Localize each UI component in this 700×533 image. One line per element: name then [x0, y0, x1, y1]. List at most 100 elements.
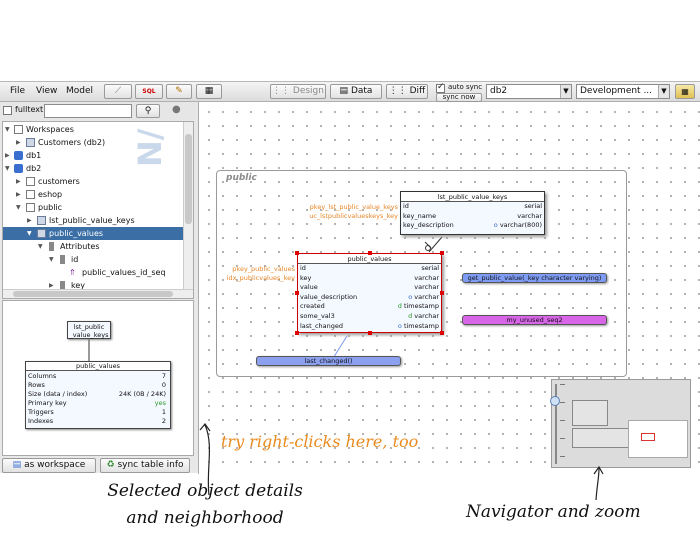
search-input[interactable] — [44, 104, 132, 118]
constraint-ref[interactable]: pkey_public_values — [232, 265, 295, 273]
navigator-panel[interactable] — [550, 379, 691, 468]
resize-handle[interactable] — [295, 251, 299, 255]
sequence-my-unused-seq2[interactable]: my_unused_seq2 — [462, 315, 607, 325]
tree-item-customers-workspace[interactable]: ▶ Customers (db2) — [3, 136, 183, 149]
resize-handle[interactable] — [295, 291, 299, 295]
expand-icon[interactable]: ▼ — [38, 243, 43, 250]
tree-item-public[interactable]: ▼ public — [3, 201, 183, 214]
sync-table-info-button[interactable]: ♻ sync table info — [100, 458, 190, 473]
design-tab[interactable]: ⋮⋮ Design — [270, 84, 326, 99]
detail-row: Size (data / index)24K (0B / 24K) — [28, 390, 168, 399]
tree-item-label: Customers (db2) — [38, 138, 106, 147]
search-button[interactable]: ⚲ — [136, 104, 160, 118]
expand-icon[interactable]: ▶ — [16, 139, 21, 146]
resize-handle[interactable] — [368, 251, 372, 255]
expand-icon[interactable]: ▼ — [27, 230, 32, 237]
column-type-value: varchar — [414, 311, 439, 320]
check-icon: ✓ — [437, 82, 445, 92]
expand-icon[interactable]: ▶ — [49, 282, 54, 289]
tree-item-label: Workspaces — [26, 125, 74, 134]
expand-icon[interactable]: ▼ — [16, 204, 21, 211]
panel-buttons: ▤ as workspace ♻ sync table info — [0, 458, 196, 474]
expand-icon[interactable]: ▶ — [16, 191, 21, 198]
fulltext-checkbox[interactable] — [3, 106, 12, 115]
zoom-slider-track[interactable] — [555, 384, 557, 464]
menu-model[interactable]: Model — [66, 86, 94, 96]
environment-select[interactable]: Development ... ▼ — [576, 84, 670, 99]
tree-item-key[interactable]: ▶ key — [3, 279, 183, 292]
schema-frame[interactable]: public — [216, 170, 627, 377]
default-icon: d — [397, 302, 404, 311]
schema-label: public — [226, 173, 257, 183]
zoom-tick — [560, 456, 565, 457]
workspace-icon: ▤ — [12, 460, 22, 470]
tree-item-workspaces[interactable]: ▼ Workspaces — [3, 123, 183, 136]
detail-label: Size (data / index) — [28, 390, 88, 398]
tree-item-lst-public-value-keys[interactable]: ▶ lst_public_value_keys — [3, 214, 183, 227]
expand-icon[interactable]: ▶ — [27, 217, 32, 224]
zoom-slider-thumb[interactable] — [550, 396, 560, 406]
sql-button[interactable]: SQL — [135, 84, 163, 99]
constraint-ref[interactable]: uc_lstpublicvalueskeys_key — [309, 212, 398, 220]
resize-handle[interactable] — [368, 331, 372, 335]
data-tab[interactable]: ▤ Data — [330, 84, 382, 99]
tree-item-db1[interactable]: ▶ db1 — [3, 149, 183, 162]
navigator-viewport[interactable] — [628, 420, 688, 458]
trigger-last-changed[interactable]: last_changed() — [256, 356, 401, 366]
tree-item-attributes[interactable]: ▼ Attributes — [3, 240, 183, 253]
tree-item-db2[interactable]: ▼ db2 — [3, 162, 183, 175]
expand-icon[interactable]: ▼ — [5, 165, 10, 172]
constraint-ref[interactable]: pkey_lst_public_value_keys — [309, 203, 398, 211]
tree-item-id[interactable]: ▼ id — [3, 253, 183, 266]
expand-icon[interactable]: ▶ — [16, 178, 21, 185]
edit-button[interactable]: ✎ — [166, 84, 192, 99]
layout-button[interactable]: ▦ — [196, 84, 222, 99]
as-workspace-button[interactable]: ▤ as workspace — [2, 458, 96, 473]
scroll-thumb[interactable] — [13, 291, 173, 297]
tree-item-customers[interactable]: ▶ customers — [3, 175, 183, 188]
tree-vertical-scrollbar[interactable] — [183, 122, 193, 298]
expand-icon[interactable]: ▶ — [5, 152, 10, 159]
zoom-tick — [560, 384, 565, 385]
tree-item-eshop[interactable]: ▶ eshop — [3, 188, 183, 201]
table-icon — [37, 216, 46, 225]
sync-now-button[interactable]: sync now — [436, 93, 482, 102]
neighbor-table-box[interactable]: lst_public _value_keys — [67, 321, 111, 339]
column-type: serial — [524, 202, 542, 210]
connect-button[interactable]: ⟋ — [104, 84, 132, 99]
expand-icon[interactable]: ▼ — [49, 256, 54, 263]
clear-icon[interactable]: ● — [172, 104, 181, 115]
resize-handle[interactable] — [295, 331, 299, 335]
connection-select[interactable]: db2 ▼ — [486, 84, 572, 99]
resize-handle[interactable] — [440, 251, 444, 255]
tree-item-public-values[interactable]: ▼ public_values — [3, 227, 183, 240]
constraint-ref[interactable]: idx_publicvalues_key — [226, 274, 295, 282]
scroll-thumb[interactable] — [185, 134, 192, 224]
diff-tab[interactable]: ⋮⋮ Diff — [386, 84, 428, 99]
tree-item-sequence[interactable]: ⇑ public_values_id_seq — [3, 266, 183, 279]
menu-view[interactable]: View — [36, 86, 58, 96]
grid-toggle-button[interactable]: ▦ — [675, 84, 695, 99]
auto-sync-checkbox[interactable]: ✓ — [436, 82, 445, 93]
expand-icon[interactable]: ▼ — [5, 126, 10, 133]
function-get-public-value[interactable]: get_public_value(_key character varying) — [462, 273, 607, 283]
resize-handle[interactable] — [440, 291, 444, 295]
menu-file[interactable]: File — [10, 86, 26, 96]
tree-horizontal-scrollbar[interactable] — [3, 289, 193, 298]
resize-handle[interactable] — [440, 331, 444, 335]
